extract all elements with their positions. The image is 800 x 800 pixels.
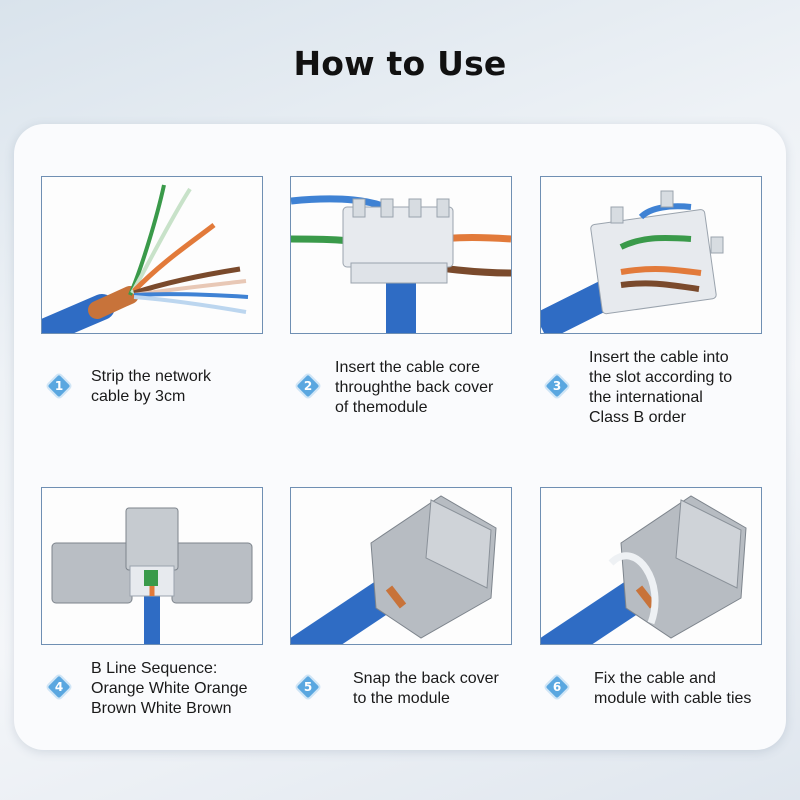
step-4-badge-icon: 4: [45, 673, 73, 701]
step-5-text: Snap the back cover to the module: [353, 670, 499, 707]
step-3-photo: [540, 176, 762, 334]
step-4-text: B Line Sequence: Orange White Orange Bro…: [91, 660, 248, 717]
step-6-text: Fix the cable and module with cable ties: [594, 670, 752, 707]
step-2-badge-icon: 2: [294, 372, 322, 400]
step-3-text: Insert the cable into the slot according…: [589, 349, 733, 426]
step-1-badge-icon: 1: [45, 372, 73, 400]
step-6-photo: [540, 487, 762, 645]
step-4-photo: [41, 487, 263, 645]
step-6-badge-icon: 6: [543, 673, 571, 701]
step-5-badge-icon: 5: [294, 673, 322, 701]
step-1-photo: [41, 176, 263, 334]
page-title: How to Use: [293, 44, 507, 83]
step-2-photo: [290, 176, 512, 334]
step-5-photo: [290, 487, 512, 645]
step-2-text: Insert the cable core throughthe back co…: [335, 359, 494, 416]
step-3-badge-icon: 3: [543, 372, 571, 400]
step-1-text: Strip the network cable by 3cm: [91, 368, 212, 405]
